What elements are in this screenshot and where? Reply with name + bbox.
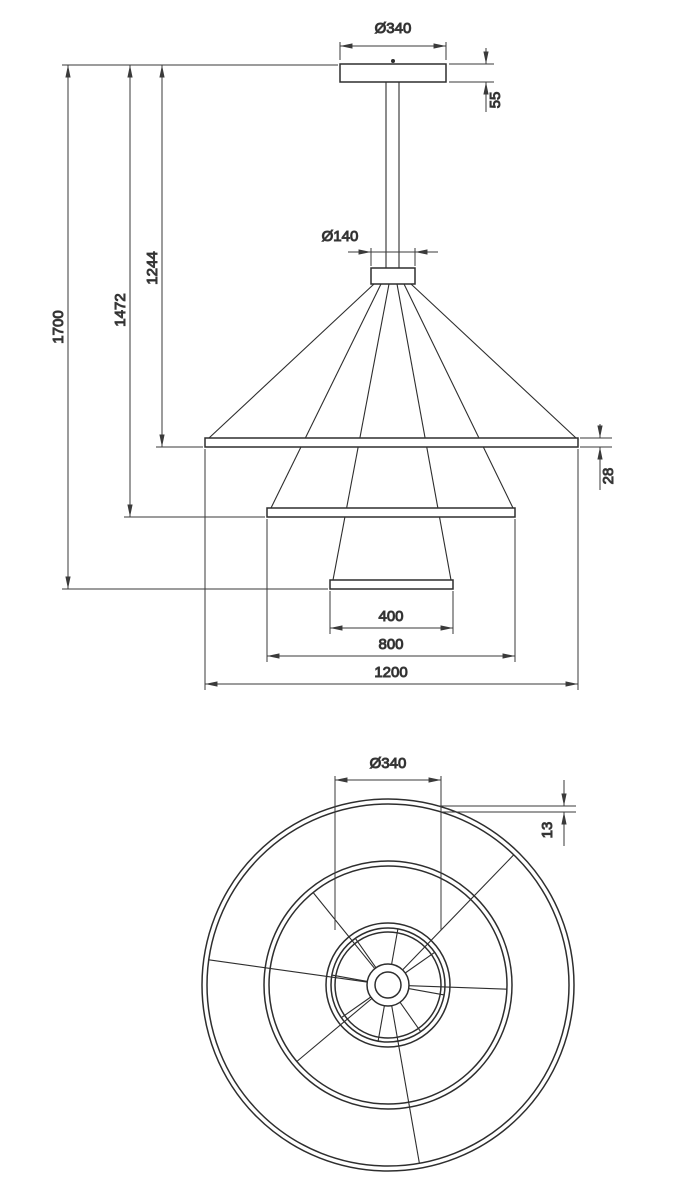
dim-small-ring-width-label: 400 [378,608,403,625]
elevation-view: Ø340 55 Ø140 1700 [50,20,618,690]
dim-hub-diameter: Ø140 [321,228,438,266]
plan-spokes [208,854,515,1164]
dim-ring-profile-height-label: 28 [600,468,617,485]
ring-small-inner [330,927,446,1043]
dim-canopy-height: 55 [449,48,505,112]
plan-rings [201,798,575,1172]
dim-drop-large-ring-label: 1244 [144,251,161,284]
dim-ring-profile-width-label: 13 [539,822,556,839]
stem [385,82,400,268]
canopy-mount-dot [391,59,395,63]
ring-medium-inner [268,865,508,1105]
ring-medium-side [266,507,516,518]
hub-inner [374,971,402,999]
ring-large-inner [206,803,570,1167]
dim-drops: 1700 1472 1244 [50,64,338,590]
dim-canopy-diameter: Ø340 [339,20,447,60]
hub-outer [366,963,410,1007]
dim-hub-diameter-label: Ø140 [322,228,359,245]
ring-medium-outer [263,860,513,1110]
ring-large-side [204,437,579,448]
dim-drop-middle-ring-label: 1472 [112,293,129,326]
suspension-cables [208,283,577,581]
dim-plan-canopy-diameter: Ø340 [334,755,442,930]
ring-small-outer [325,922,451,1048]
dim-middle-ring-width-label: 800 [378,636,403,653]
canopy-body [339,63,447,83]
dim-plan-canopy-diameter-label: Ø340 [370,755,407,772]
ring-small-side [329,579,454,590]
dim-total-drop-label: 1700 [50,310,67,343]
dim-ring-widths: 400 800 1200 [204,449,579,690]
canopy [339,59,447,83]
dim-ring-profile-height: 28 [580,424,618,490]
ring-large-outer [201,798,575,1172]
dim-ring-profile-width: 13 [438,780,576,846]
plan-view: Ø340 13 [201,755,576,1172]
dim-canopy-height-label: 55 [487,92,504,109]
canopy-outline [334,931,442,1039]
dim-canopy-diameter-label: Ø340 [375,20,412,37]
hub [370,267,416,285]
dim-large-ring-width-label: 1200 [374,664,407,681]
